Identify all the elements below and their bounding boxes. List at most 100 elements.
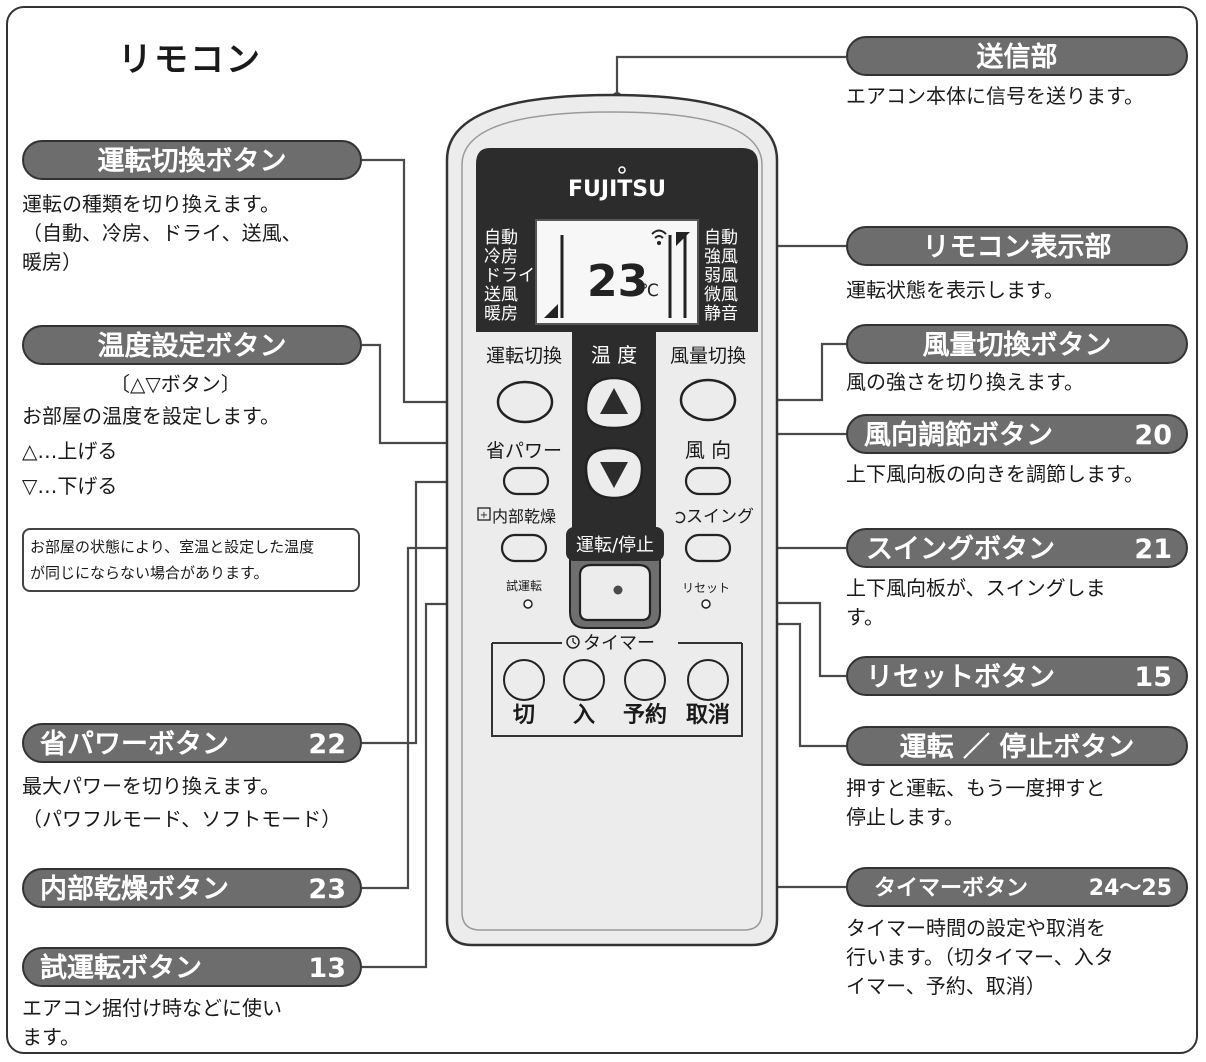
desc-line: （自動、冷房、ドライ、送風、 [22, 221, 302, 245]
start-stop-label-bg [566, 527, 664, 561]
callout-direction-page: 20 [1134, 420, 1172, 451]
desc-line: 風の強さを切り換えます。 [846, 370, 1084, 394]
callout-swing-page: 21 [1134, 534, 1172, 565]
callout-direction-title: 風向調節ボタン [864, 420, 1053, 451]
callout-fan-title: 風量切換ボタン [922, 330, 1112, 361]
note-line: が同じにならない場合があります。 [30, 564, 269, 582]
note-line: お部屋の状態により、室温と設定した温度 [30, 538, 315, 556]
svg-text:+: + [480, 510, 488, 521]
fan-speed-button[interactable] [679, 378, 737, 422]
callout-dry: 内部乾燥ボタン 23 [22, 868, 362, 908]
timer-off-button[interactable] [503, 659, 545, 701]
callout-swing: スイングボタン 21 [846, 528, 1188, 568]
lcd-temperature-unit: ℃ [640, 281, 659, 301]
callout-powersave-desc: 最大パワーを切り換えます。 （パワフルモード、ソフトモード） [22, 772, 341, 834]
callout-testrun-page: 13 [308, 953, 346, 984]
mode-button[interactable] [496, 380, 554, 424]
fan-label-high: 強風 [704, 247, 738, 267]
lcd-mode-indicator [544, 304, 558, 318]
desc-line: 押すと運転、もう一度押すと [846, 776, 1106, 800]
desc-line: エアコン据付け時などに使い [22, 996, 282, 1020]
callout-mode-title: 運転切換ボタン [97, 146, 287, 177]
timer-label: タイマー [583, 633, 655, 654]
swing-button[interactable] [684, 533, 732, 563]
fan-label-silent: 静音 [704, 304, 738, 324]
power-save-button[interactable] [502, 466, 550, 496]
temp-sub: 〔△▽ボタン〕 [110, 372, 241, 396]
fan-direction-button[interactable] [684, 466, 732, 496]
callout-display: リモコン表示部 [846, 226, 1188, 266]
desc-line: 行います。（切タイマー、入タ [846, 945, 1114, 969]
fan-label-quiet-breeze: 微風 [704, 285, 738, 305]
callout-temp: 温度設定ボタン [22, 325, 362, 365]
desc-line: 運転状態を表示します。 [846, 278, 1064, 302]
desc-line: 暖房） [22, 250, 82, 274]
desc-line: イマー、予約、取消） [846, 974, 1046, 998]
callout-startstop: 運転 ／ 停止ボタン [846, 726, 1188, 766]
callout-timer-title: タイマーボタン [874, 876, 1029, 901]
callout-testrun-desc: エアコン据付け時などに使い ます。 [22, 994, 282, 1052]
callout-mode-desc: 運転の種類を切り換えます。 （自動、冷房、ドライ、送風、 暖房） [22, 190, 302, 277]
diagram-frame [6, 6, 1198, 1054]
mode-label-cool: 冷房 [484, 247, 518, 267]
reset-button[interactable] [701, 599, 711, 609]
swing-icon [675, 511, 686, 524]
callout-startstop-desc: 押すと運転、もう一度押すと 停止します。 [846, 774, 1105, 832]
power-save-label: 省パワー [486, 440, 562, 462]
brand-logo: FUJITSU [568, 177, 666, 202]
callout-testrun: 試運転ボタン 13 [22, 947, 362, 987]
timer-cancel-button[interactable] [687, 659, 729, 701]
desc-line: エアコン本体に信号を送ります。 [846, 84, 1144, 108]
callout-timer-desc: タイマー時間の設定や取消を 行います。（切タイマー、入タ イマー、予約、取消） [846, 914, 1114, 1001]
mode-button-label: 運転切換 [486, 345, 562, 367]
desc-line: 上下風向板が、スイングしま [846, 576, 1106, 600]
desc-line: お部屋の温度を設定します。 [22, 404, 280, 428]
callout-timer-page: 24～25 [1088, 876, 1172, 901]
brand-dot-icon [618, 166, 626, 174]
test-run-label: 試運転 [506, 578, 542, 593]
temp-button-label: 温 度 [591, 343, 637, 367]
swing-label: スイング [686, 507, 754, 527]
callout-powersave-page: 22 [308, 729, 346, 760]
callout-timer: タイマーボタン 24～25 [846, 867, 1188, 907]
signal-icon [651, 229, 667, 239]
callout-swing-desc: 上下風向板が、スイングしま す。 [846, 574, 1106, 632]
callout-startstop-title: 運転 ／ 停止ボタン [899, 732, 1135, 763]
callout-reset-title: リセットボタン [866, 662, 1055, 693]
desc-line: タイマー時間の設定や取消を [846, 916, 1106, 940]
desc-line: 運転の種類を切り換えます。 [22, 192, 280, 216]
fan-label-low: 弱風 [704, 266, 738, 286]
internal-dry-icon [477, 507, 491, 521]
callout-powersave: 省パワーボタン 22 [22, 723, 362, 763]
callout-fan-desc: 風の強さを切り換えます。 [846, 368, 1084, 397]
mode-label-auto: 自動 [484, 228, 518, 248]
fan-speed-list: 自動 強風 弱風 微風 静音 [704, 228, 738, 324]
callout-powersave-title: 省パワーボタン [40, 729, 229, 760]
callout-transmitter-title: 送信部 [976, 42, 1058, 73]
timer-cancel-label: 取消 [686, 703, 730, 728]
timer-on-button[interactable] [563, 659, 605, 701]
callout-dry-title: 内部乾燥ボタン [40, 874, 229, 905]
reset-label: リセット [682, 581, 730, 595]
desc-line: す。 [846, 605, 884, 629]
mode-label-heat: 暖房 [484, 304, 518, 324]
lcd-temperature: 23 [587, 256, 648, 307]
callout-temp-desc: 〔△▽ボタン〕 お部屋の温度を設定します。 △…上げる ▽…下げる [22, 370, 280, 501]
remote-inner-edge [461, 111, 763, 931]
fan-button-label: 風量切換 [670, 345, 746, 367]
callout-swing-title: スイングボタン [866, 534, 1055, 565]
timer-reserve-button[interactable] [624, 659, 666, 701]
internal-dry-label: 内部乾燥 [492, 507, 556, 526]
clock-icon [566, 635, 580, 649]
timer-group-frame [491, 643, 743, 737]
internal-dry-button[interactable] [500, 533, 548, 563]
callout-reset: リセットボタン 15 [846, 656, 1188, 696]
mode-list: 自動 冷房 ドライ 送風 暖房 [484, 228, 535, 324]
callout-temp-title: 温度設定ボタン [97, 331, 287, 362]
timer-reserve-label: 予約 [623, 702, 667, 728]
fan-label-auto: 自動 [704, 228, 738, 248]
desc-line: 最大パワーを切り換えます。 [22, 774, 280, 798]
timer-off-label: 切 [513, 703, 535, 728]
test-run-button[interactable] [523, 599, 533, 609]
lcd-fan-indicator [676, 232, 690, 246]
